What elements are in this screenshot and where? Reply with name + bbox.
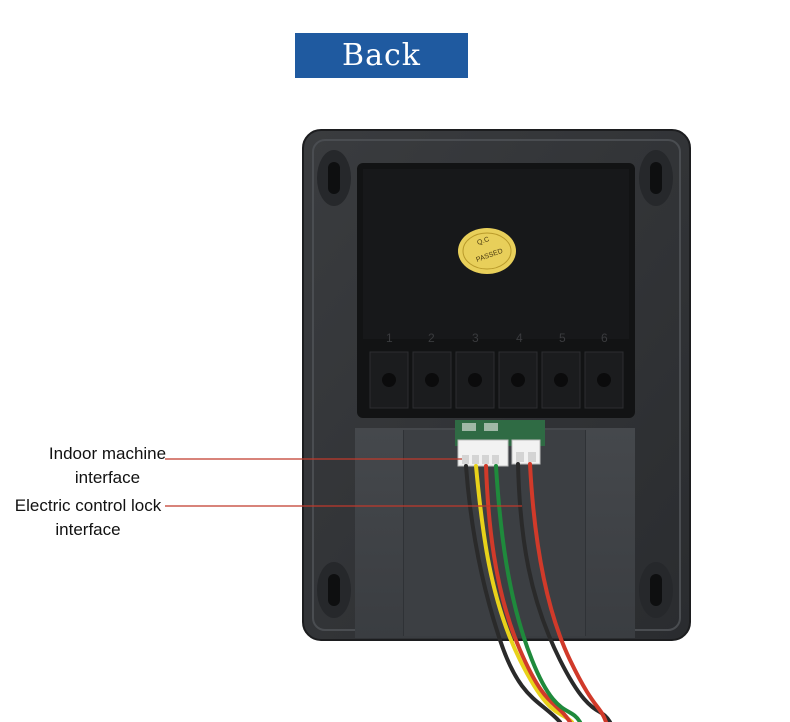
terminal-number: 4	[516, 331, 523, 345]
electric-lock-label: Electric control lock interface	[8, 494, 168, 542]
terminal-number: 2	[428, 331, 435, 345]
terminal-block	[541, 351, 581, 409]
wire-bundle	[464, 462, 612, 722]
indoor-machine-label: Indoor machine interface	[20, 442, 195, 490]
terminal-block	[498, 351, 538, 409]
lock-label-line1: Electric control lock	[14, 496, 162, 515]
terminal-block	[412, 351, 452, 409]
terminal-block-row	[369, 351, 624, 409]
mounting-slot-bottom-right	[639, 562, 673, 618]
mounting-slot-bottom-left	[317, 562, 351, 618]
terminal-number: 6	[601, 331, 608, 345]
terminal-block	[369, 351, 409, 409]
terminal-block	[584, 351, 624, 409]
back-title: Back	[342, 38, 421, 73]
indoor-machine-connector	[457, 439, 509, 467]
lock-label-line2: interface	[55, 520, 121, 539]
indoor-label-line1: Indoor machine	[48, 444, 167, 463]
terminal-number: 5	[559, 331, 566, 345]
mounting-slot-top-right	[639, 150, 673, 206]
terminal-number: 3	[472, 331, 479, 345]
mounting-slot-top-left	[317, 150, 351, 206]
indoor-label-line2: interface	[74, 468, 141, 487]
electric-lock-connector	[511, 439, 541, 465]
qc-passed-seal: Q.C PASSED	[458, 228, 516, 274]
terminal-number-row: 1 2 3 4 5 6	[386, 331, 608, 345]
back-title-banner: Back	[295, 33, 468, 78]
terminal-number: 1	[386, 331, 393, 345]
terminal-block	[455, 351, 495, 409]
seal-line1: Q.C	[476, 236, 490, 247]
